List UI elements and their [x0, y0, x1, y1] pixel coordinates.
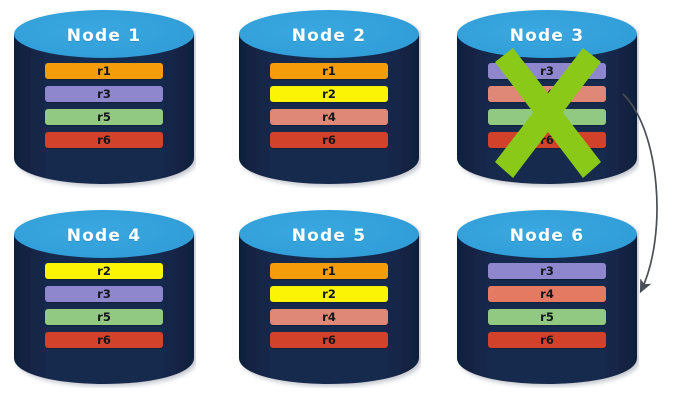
record-bar-r2[interactable]: r2 — [270, 86, 388, 102]
node-1-record-list: r1 r3 r5 r6 — [45, 63, 163, 155]
record-bar-r6[interactable]: r6 — [270, 132, 388, 148]
node-4-record-list: r2 r3 r5 r6 — [45, 263, 163, 355]
record-bar-r6[interactable]: r6 — [45, 332, 163, 348]
record-bar-r6[interactable]: r6 — [45, 132, 163, 148]
record-bar-r1[interactable]: r1 — [270, 63, 388, 79]
record-bar-r5[interactable]: r5 — [45, 109, 163, 125]
record-bar-r4[interactable]: r4 — [270, 309, 388, 325]
node-2-record-list: r1 r2 r4 r6 — [270, 63, 388, 155]
node-5-record-list: r1 r2 r4 r6 — [270, 263, 388, 355]
record-bar-r2[interactable]: r2 — [45, 263, 163, 279]
node-3-record-list: r3 r4 r5 r6 — [488, 63, 606, 155]
record-bar-r6[interactable]: r6 — [488, 332, 606, 348]
record-bar-r1[interactable]: r1 — [45, 63, 163, 79]
record-bar-r6[interactable]: r6 — [270, 332, 388, 348]
record-bar-r1[interactable]: r1 — [270, 263, 388, 279]
record-bar-r2[interactable]: r2 — [270, 286, 388, 302]
record-bar-r3[interactable]: r3 — [488, 63, 606, 79]
record-bar-r3[interactable]: r3 — [488, 263, 606, 279]
record-bar-r5[interactable]: r5 — [45, 309, 163, 325]
record-bar-r4[interactable]: r4 — [488, 286, 606, 302]
record-bar-r4[interactable]: r4 — [270, 109, 388, 125]
record-bar-r3[interactable]: r3 — [45, 86, 163, 102]
record-bar-r5[interactable]: r5 — [488, 109, 606, 125]
record-bar-r3[interactable]: r3 — [45, 286, 163, 302]
node-6-record-list: r3 r4 r5 r6 — [488, 263, 606, 355]
record-bar-r5[interactable]: r5 — [488, 309, 606, 325]
record-bar-r6[interactable]: r6 — [488, 132, 606, 148]
record-bar-r4[interactable]: r4 — [488, 86, 606, 102]
